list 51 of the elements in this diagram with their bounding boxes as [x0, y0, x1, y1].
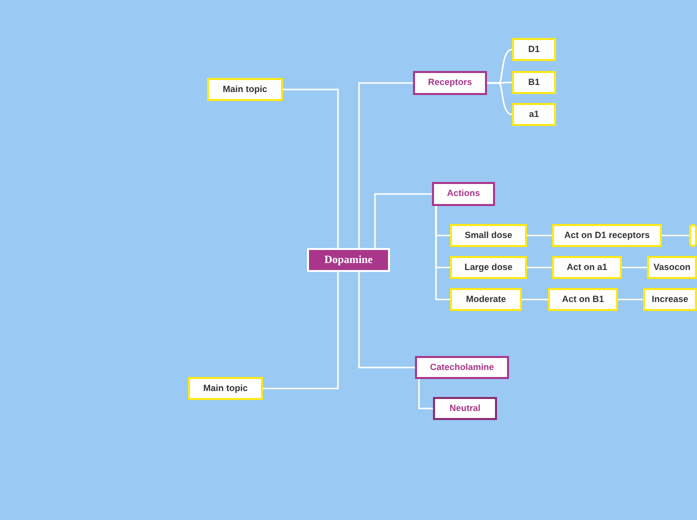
- connector-line: [374, 193, 432, 248]
- topic-label: a1: [528, 108, 539, 121]
- topic-box: [643, 288, 697, 311]
- topic-label: Catecholamine: [430, 360, 494, 374]
- topic-box: [512, 38, 556, 61]
- connector-line: [522, 298, 548, 300]
- connector-line: [527, 234, 552, 236]
- connector-line: [358, 82, 413, 248]
- topic-box: [552, 256, 622, 279]
- topic-label: Act on D1 receptors: [564, 228, 650, 242]
- connector-line: [283, 88, 339, 248]
- topic-box: [548, 288, 618, 311]
- connector-line: [618, 298, 643, 300]
- topic-box: [450, 256, 527, 279]
- topic-box: [188, 377, 263, 400]
- topic-label: Moderate: [466, 292, 506, 306]
- topic-box: [512, 71, 556, 94]
- topic-label: B1: [528, 76, 540, 89]
- topic-box: [512, 103, 556, 126]
- topic-label: Act on a1: [566, 260, 608, 274]
- topic-label: Neutral: [449, 402, 480, 415]
- subtopic-box: [432, 182, 495, 206]
- central-topic: [307, 248, 390, 272]
- topic-box: [689, 224, 697, 247]
- topic-box: [647, 256, 697, 279]
- subtopic-box: [433, 397, 497, 420]
- topic-label: Vasocon: [653, 260, 690, 274]
- connector-line: [263, 272, 339, 390]
- topic-label: Small dose: [464, 228, 512, 242]
- topic-label: Dopamine: [324, 252, 373, 268]
- connector-line: [418, 379, 433, 410]
- connector-line: [435, 206, 450, 300]
- topic-label: Large dose: [464, 260, 512, 274]
- topic-box: [552, 224, 662, 247]
- topic-label: Main topic: [222, 82, 268, 96]
- connector-line: [487, 82, 512, 116]
- topic-label: Receptors: [428, 76, 472, 90]
- topic-label: D1: [528, 42, 540, 56]
- connector-line: [527, 266, 552, 268]
- subtopic-box: [415, 356, 509, 379]
- topic-label: Actions: [446, 187, 480, 200]
- subtopic-box: [413, 71, 487, 95]
- connector-line: [358, 272, 415, 368]
- connector-line: [622, 266, 647, 268]
- topic-label: Act on B1: [562, 292, 604, 306]
- topic-box: [207, 78, 283, 101]
- topic-label: Main topic: [203, 382, 248, 395]
- connector-line: [662, 234, 689, 236]
- topic-box: [450, 224, 527, 247]
- topic-label: Increase: [652, 292, 688, 306]
- topic-box: [450, 288, 522, 311]
